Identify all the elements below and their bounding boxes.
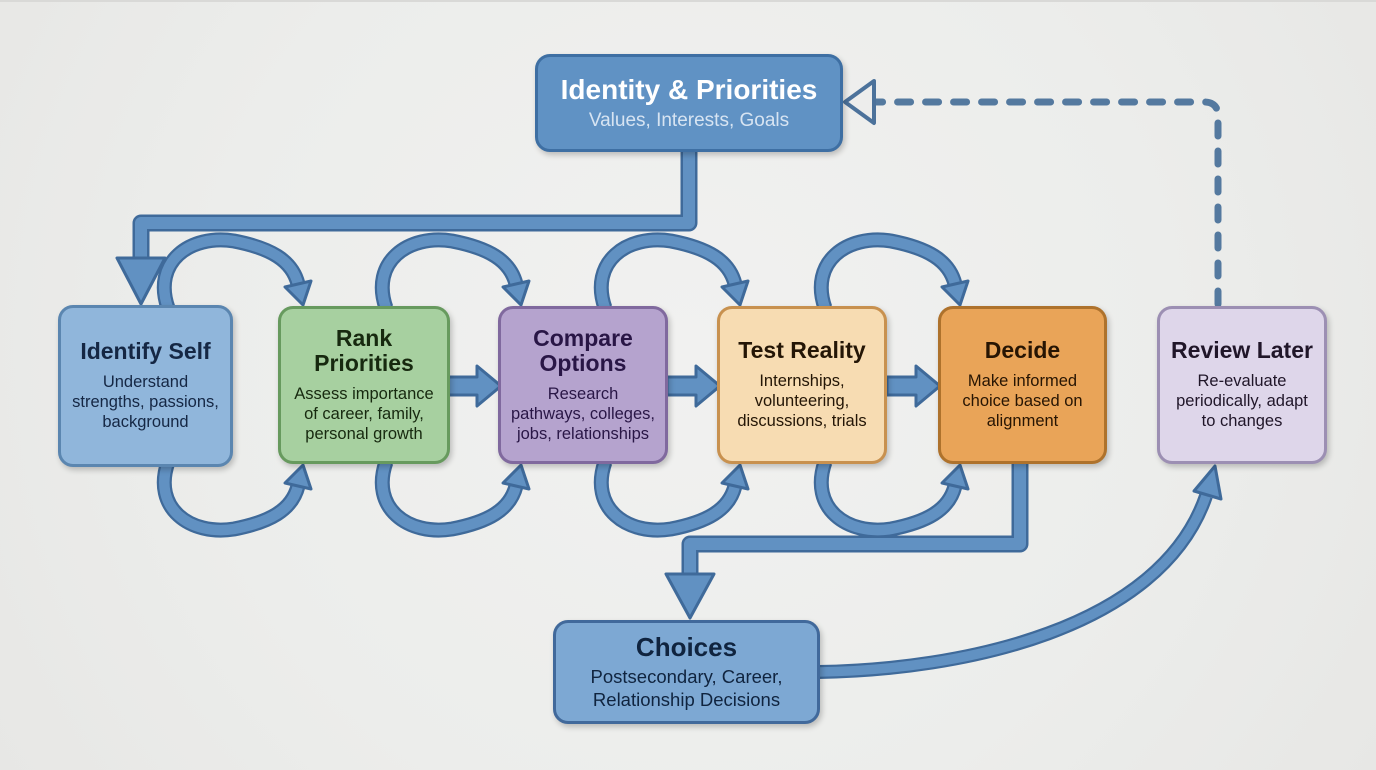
block-arrow-compare-to-test	[665, 364, 722, 408]
node-title: Rank Priorities	[314, 324, 414, 377]
node-identify-self: Identify Self Understand strengths, pass…	[58, 305, 233, 467]
arrowhead-icon	[940, 279, 970, 307]
open-arrowhead-icon	[843, 79, 876, 125]
node-subtitle: Internships, volunteering, discussions, …	[737, 372, 867, 431]
loop-arc-bottom-compare-to-test	[593, 459, 750, 538]
loop-arc-top-identify-to-rank	[156, 232, 313, 311]
node-test-reality: Test Reality Internships, volunteering, …	[717, 306, 887, 464]
node-subtitle: Values, Interests, Goals	[588, 110, 790, 132]
node-identity-priorities: Identity & Priorities Values, Interests,…	[535, 54, 843, 152]
node-subtitle: Re-evaluate periodically, adapt to chang…	[1176, 372, 1308, 431]
arrowhead-icon	[720, 463, 750, 491]
node-subtitle: Postsecondary, Career, Relationship Deci…	[590, 665, 783, 710]
block-arrow-test-to-decide	[885, 364, 942, 408]
loop-arc-top-compare-to-test	[593, 232, 750, 311]
node-decide: Decide Make informed choice based on ali…	[938, 306, 1107, 464]
node-title: Review Later	[1171, 337, 1313, 364]
arrowhead-icon	[501, 463, 531, 491]
arrow-choices-to-review-later	[817, 464, 1223, 679]
node-subtitle: Research pathways, colleges, jobs, relat…	[511, 385, 655, 444]
node-title: Decide	[984, 337, 1061, 364]
node-subtitle: Make informed choice based on alignment	[962, 372, 1083, 431]
arrow-identity-to-identify-self	[115, 150, 698, 306]
arrow-decide-to-choices	[664, 462, 1029, 620]
block-arrow-rank-to-compare	[446, 364, 503, 408]
node-review-later: Review Later Re-evaluate periodically, a…	[1157, 306, 1327, 464]
arrowhead-icon	[283, 279, 313, 307]
node-title: Identity & Priorities	[560, 73, 818, 105]
dashed-arrow-review-to-identity	[843, 79, 1222, 308]
node-title: Choices	[635, 631, 738, 662]
node-rank-priorities: Rank Priorities Assess importance of car…	[278, 306, 450, 464]
node-choices: Choices Postsecondary, Career, Relations…	[553, 620, 820, 724]
loop-arc-top-rank-to-compare	[374, 232, 531, 311]
arrowhead-icon	[501, 279, 531, 307]
loop-arc-bottom-test-to-decide	[813, 459, 970, 538]
node-title: Test Reality	[738, 337, 866, 364]
arrowhead-icon	[720, 279, 750, 307]
node-title: Identify Self	[80, 338, 211, 365]
arrowhead-icon	[940, 463, 970, 491]
loop-arc-top-test-to-decide	[813, 232, 970, 311]
node-subtitle: Understand strengths, passions, backgrou…	[72, 373, 219, 432]
loop-arc-bottom-identify-to-rank	[156, 459, 313, 538]
arrowhead-icon	[115, 256, 167, 306]
node-compare-options: Compare Options Research pathways, colle…	[498, 306, 668, 464]
arrowhead-icon	[1192, 464, 1223, 501]
node-subtitle: Assess importance of career, family, per…	[294, 385, 434, 444]
loop-arc-bottom-rank-to-compare	[374, 459, 531, 538]
node-title: Compare Options	[533, 324, 633, 377]
arrowhead-icon	[664, 572, 716, 620]
arrowhead-icon	[283, 463, 313, 491]
